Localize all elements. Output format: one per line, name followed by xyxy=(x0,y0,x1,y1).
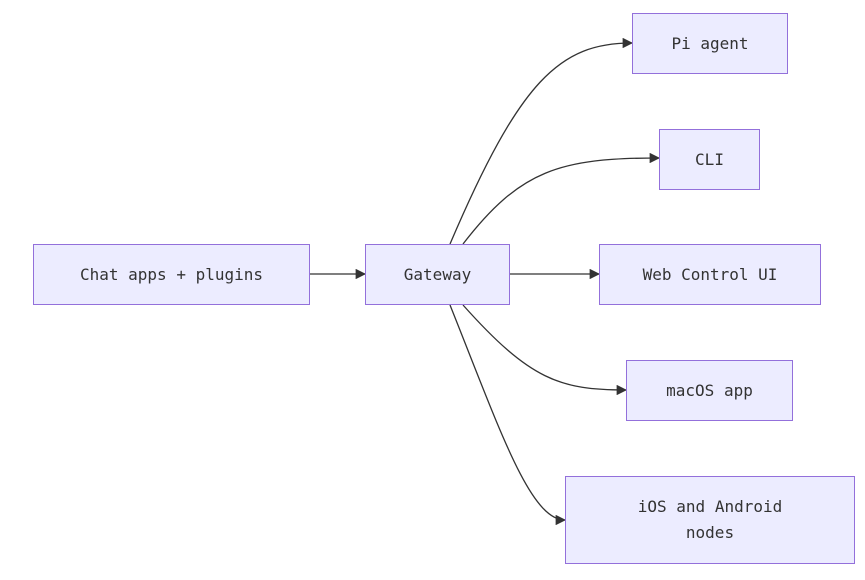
node-chat-apps-plugins: Chat apps + plugins xyxy=(33,244,310,305)
node-cli: CLI xyxy=(659,129,760,190)
node-label: Pi agent xyxy=(671,33,749,53)
node-label: Chat apps + plugins xyxy=(79,264,264,284)
node-pi-agent: Pi agent xyxy=(632,13,788,74)
node-ios-android-nodes: iOS and Android nodes xyxy=(565,476,855,564)
node-label: CLI xyxy=(695,149,724,169)
node-label: Web Control UI xyxy=(642,264,778,284)
node-label: Gateway xyxy=(403,264,472,284)
node-label: macOS app xyxy=(666,380,753,400)
edge-gateway-to-pi-agent xyxy=(449,37,634,245)
edge-gateway-to-cli xyxy=(462,152,661,245)
edge-gateway-to-macos-app xyxy=(462,304,628,396)
node-label: iOS and Android nodes xyxy=(637,497,783,542)
node-macos-app: macOS app xyxy=(626,360,793,421)
node-web-control-ui: Web Control UI xyxy=(599,244,821,305)
node-gateway: Gateway xyxy=(365,244,510,305)
edge-gateway-to-mobile-nodes xyxy=(449,304,567,526)
